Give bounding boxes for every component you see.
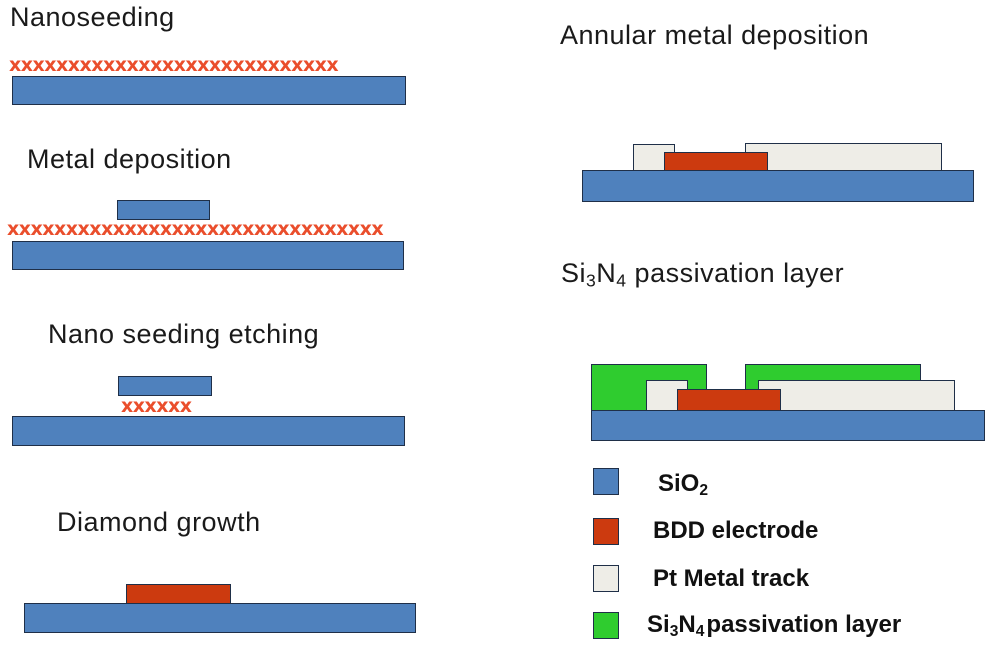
step-title-metal-deposition: Metal deposition [27,144,232,174]
sio2-substrate [12,416,405,446]
legend-swatch-sio2 [593,468,619,495]
bdd-electrode [664,152,768,172]
nanoseed-row: xxxxxx [121,397,192,416]
legend-label-sio2: SiO2 [658,470,708,498]
nanoseed-row: xxxxxxxxxxxxxxxxxxxxxxxxxxxx [9,56,339,75]
step-title-nanoseeding: Nanoseeding [10,2,175,32]
legend-label-si3n4: Si3N4passivation layer [647,611,901,639]
label-part: SiO [658,470,700,497]
legend-label-pt: Pt Metal track [653,565,810,592]
nanoseed-row: xxxxxxxxxxxxxxxxxxxxxxxxxxxxxxxx [7,220,384,239]
label-part: N [678,611,696,638]
legend-swatch-bdd [593,518,619,545]
legend-label-bdd: BDD electrode [653,517,819,544]
label-subscript: 2 [699,481,709,499]
title-part: Si [561,258,587,288]
title-subscript: 3 [586,270,597,291]
step-title-passivation: Si3N4 passivation layer [561,258,844,289]
title-part: passivation layer [626,258,845,288]
sio2-substrate [591,410,985,441]
title-subscript: 4 [616,270,627,291]
legend-swatch-si3n4 [593,612,619,639]
pt-metal-track [745,143,942,172]
sio2-substrate [12,241,404,270]
sio2-substrate [24,603,416,633]
pt-metal-track [758,380,955,411]
sio2-substrate [12,76,406,105]
step-title-annular-metal-deposition: Annular metal deposition [560,20,870,50]
bdd-electrode [677,389,781,411]
label-subscript: 3 [669,622,679,640]
label-subscript: 4 [695,622,705,640]
label-part: Si [647,611,670,638]
step-title-nano-seeding-etching: Nano seeding etching [48,319,320,349]
legend-swatch-pt [593,565,619,592]
step-title-diamond-growth: Diamond growth [57,507,261,537]
label-part: passivation layer [706,611,902,638]
title-part: N [596,258,617,288]
sio2-substrate [582,170,974,202]
metal-layer [118,376,212,396]
bdd-electrode [126,584,231,605]
metal-layer [117,200,210,220]
